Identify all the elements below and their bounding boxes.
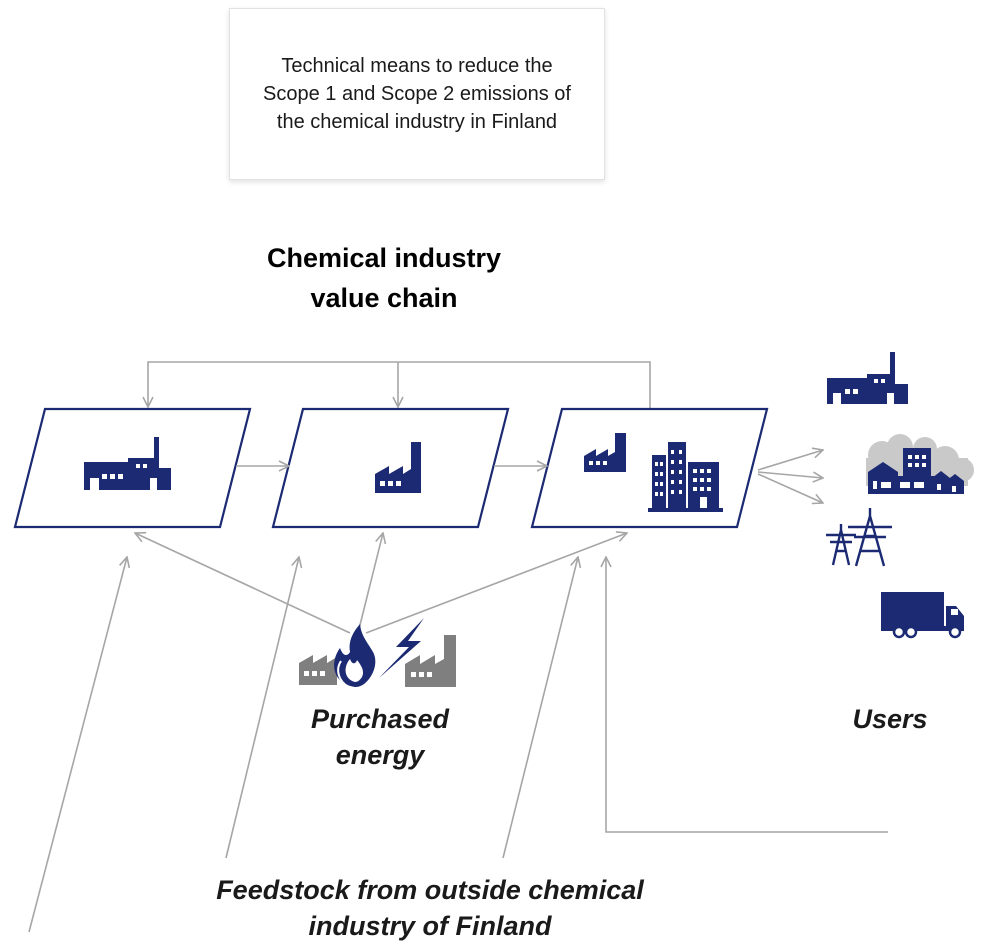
fire-factory-icon	[299, 624, 376, 688]
truck-icon	[881, 592, 964, 639]
town-icon	[866, 434, 974, 494]
energy-arrows	[135, 533, 627, 634]
note-box: Technical means to reduce the Scope 1 an…	[229, 8, 605, 180]
stage-box-2	[271, 407, 510, 529]
feedback-loop-arrows	[148, 361, 651, 410]
user-arrows	[757, 450, 823, 503]
feedstock-label: Feedstock from outside chemical industry…	[216, 875, 644, 941]
purchased-energy-label: Purchased energy	[310, 704, 450, 770]
diagram-heading: Chemical industry value chain	[266, 243, 502, 313]
factory-icon	[84, 437, 171, 490]
feedstock-arrows	[28, 557, 888, 933]
note-text: Technical means to reduce the Scope 1 an…	[263, 55, 571, 133]
user-factory-icon	[827, 352, 908, 404]
factory-and-office-buildings-icon	[584, 433, 723, 512]
gray-factory-icon	[405, 635, 456, 687]
lightning-icon	[379, 618, 424, 678]
small-factory-icon	[375, 442, 421, 493]
power-pylons-icon	[826, 508, 892, 567]
users-label: Users	[852, 704, 928, 734]
